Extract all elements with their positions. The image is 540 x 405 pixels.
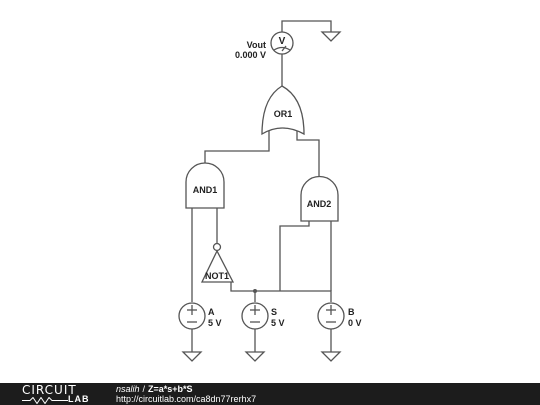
resistor-icon: [22, 397, 68, 404]
or1-gate[interactable]: OR1: [261, 85, 305, 136]
schematic-url[interactable]: http://circuitlab.com/ca8dn77rerhx7: [116, 394, 257, 404]
voltage-source-a[interactable]: [178, 302, 206, 362]
circuitlab-logo[interactable]: CIRCUIT LAB: [22, 384, 94, 404]
source-s-value: 5 V: [271, 318, 285, 328]
voltmeter[interactable]: V: [270, 31, 294, 86]
source-s-name: S: [271, 307, 277, 317]
and1-label: AND1: [193, 185, 218, 195]
and2-gate[interactable]: AND2: [300, 175, 339, 222]
voltage-source-b[interactable]: [317, 302, 345, 362]
voltmeter-reading: 0.000 V: [235, 50, 266, 60]
voltage-source-s[interactable]: [241, 302, 269, 362]
footer-bar: CIRCUIT LAB nsalih/Z=a*s+b*S http://circ…: [0, 383, 540, 405]
source-b-name: B: [348, 307, 355, 317]
schematic-title: Z=a*s+b*S: [148, 384, 193, 394]
logo-text-circuit: CIRCUIT: [22, 383, 77, 397]
or1-label: OR1: [274, 109, 293, 119]
ground-symbol-top: [281, 20, 342, 42]
source-b-value: 0 V: [348, 318, 362, 328]
circuit-schematic: V Vout 0.000 V OR1 AND1 AND2 NOT1 A: [178, 20, 362, 362]
junction-node: [253, 289, 257, 293]
logo-text-lab: LAB: [68, 394, 90, 404]
and2-label: AND2: [307, 199, 332, 209]
and1-gate[interactable]: AND1: [185, 162, 225, 209]
author-name[interactable]: nsalih: [116, 384, 140, 394]
not1-gate[interactable]: NOT1: [200, 242, 235, 283]
not1-label: NOT1: [205, 271, 229, 281]
title-separator: /: [142, 384, 146, 394]
source-a-name: A: [208, 307, 215, 317]
voltmeter-symbol: V: [279, 36, 286, 47]
schematic-title-line: nsalih/Z=a*s+b*S: [116, 384, 193, 394]
source-a-value: 5 V: [208, 318, 222, 328]
voltmeter-label: Vout: [247, 40, 266, 50]
